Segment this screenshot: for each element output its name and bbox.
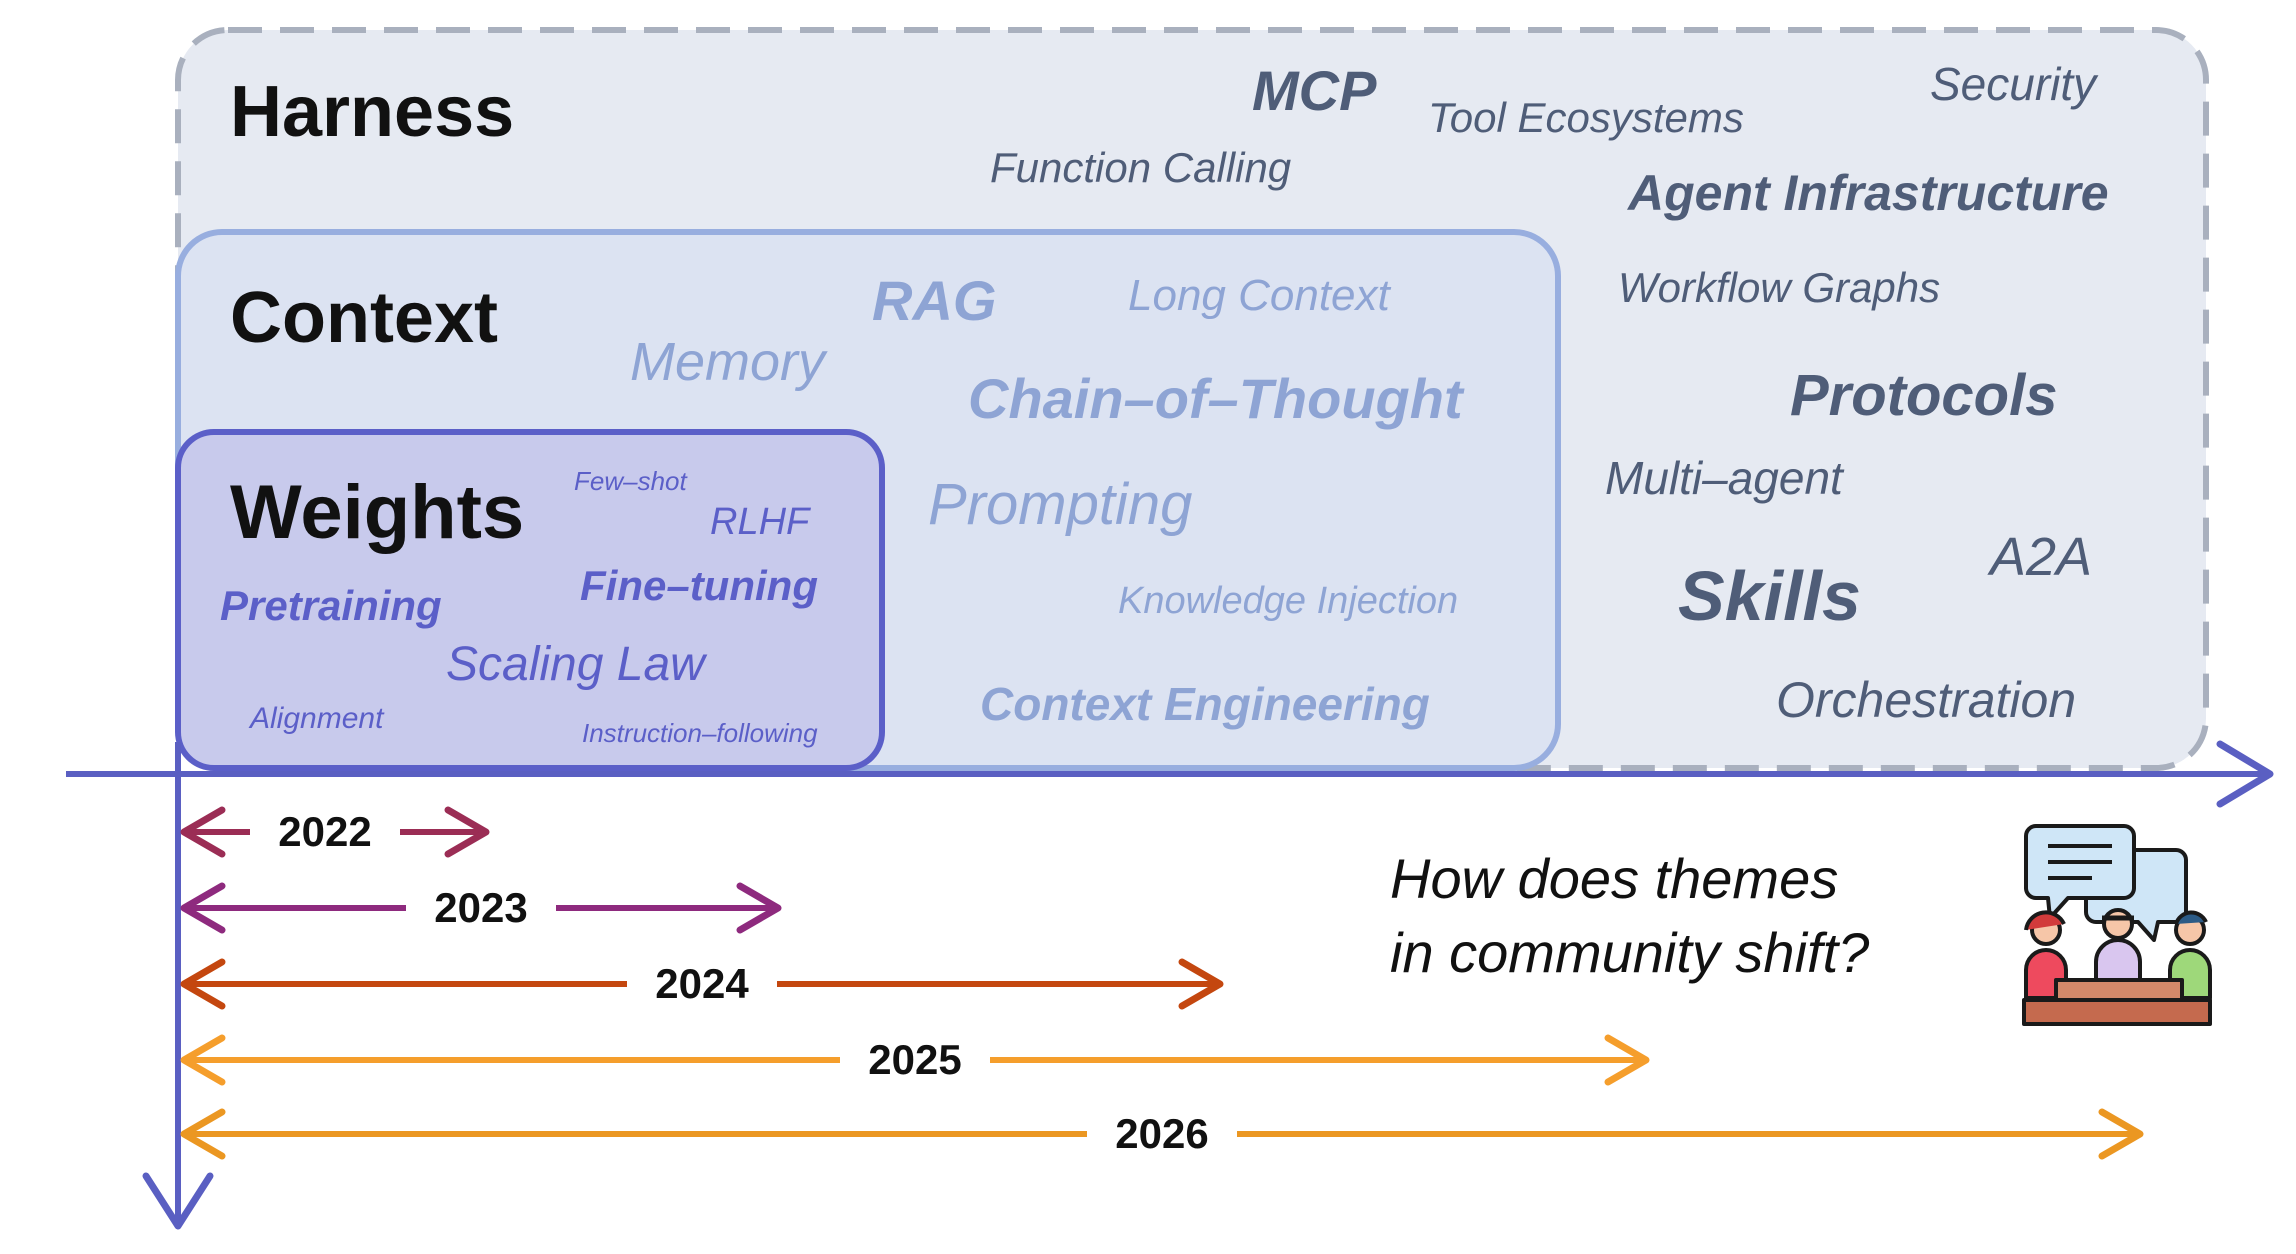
harness-term: Agent Infrastructure [1626, 165, 2109, 221]
question-line-2: in community shift? [1390, 921, 1869, 984]
harness-term: Protocols [1790, 363, 2058, 428]
context-title: Context [230, 278, 498, 358]
context-term: Memory [630, 332, 828, 392]
year-range-arrowhead-left [180, 1108, 226, 1160]
weights-layer-box [175, 429, 885, 771]
community-discussion-icon [2022, 824, 2212, 1026]
weights-title: Weights [230, 470, 524, 555]
context-term: Chain–of–Thought [968, 367, 1465, 430]
vertical-axis-arrowhead [142, 1172, 214, 1230]
weights-term: Instruction–following [582, 718, 818, 748]
harness-term: Skills [1678, 557, 1861, 635]
harness-term: Function Calling [990, 144, 1291, 191]
harness-term: Multi–agent [1605, 452, 1845, 504]
harness-term: Orchestration [1776, 672, 2076, 728]
year-range-arrowhead-right [2098, 1108, 2144, 1160]
year-range-arrowhead-right [1178, 958, 1224, 1010]
year-label: 2025 [868, 1036, 961, 1083]
year-range-arrowhead-left [180, 958, 226, 1010]
harness-title: Harness [230, 72, 514, 152]
year-label: 2022 [278, 808, 371, 855]
context-term: Prompting [928, 472, 1192, 537]
year-range-arrowhead-left [180, 1034, 226, 1086]
context-term: Long Context [1128, 271, 1392, 320]
weights-term: Pretraining [220, 582, 442, 629]
year-range-arrowhead-left [180, 882, 226, 934]
year-range-arrowhead-right [736, 882, 782, 934]
context-term: Context Engineering [980, 678, 1430, 730]
harness-term: Tool Ecosystems [1428, 94, 1744, 141]
timeline-year-ranges: 2022 2023 2024 2025 2026 [180, 806, 2144, 1160]
horizontal-axis-arrowhead [2216, 740, 2274, 808]
harness-term: Security [1930, 58, 2099, 110]
harness-term: MCP [1252, 59, 1377, 122]
harness-term: A2A [1987, 527, 2092, 587]
weights-term: Few–shot [574, 466, 688, 496]
year-range-arrowhead-right [444, 806, 490, 858]
weights-term: Alignment [248, 702, 385, 735]
context-term: Knowledge Injection [1118, 580, 1458, 622]
weights-term: RLHF [710, 501, 811, 543]
question-line-1: How does themes [1390, 847, 1838, 910]
weights-term: Fine–tuning [580, 562, 818, 609]
context-term: RAG [872, 269, 996, 332]
year-label: 2023 [434, 884, 527, 931]
year-label: 2024 [655, 960, 749, 1007]
year-range-arrowhead-right [1604, 1034, 1650, 1086]
harness-term: Workflow Graphs [1618, 264, 1940, 311]
year-range-arrowhead-left [180, 806, 226, 858]
weights-term: Scaling Law [446, 638, 708, 691]
year-label: 2026 [1115, 1110, 1208, 1157]
